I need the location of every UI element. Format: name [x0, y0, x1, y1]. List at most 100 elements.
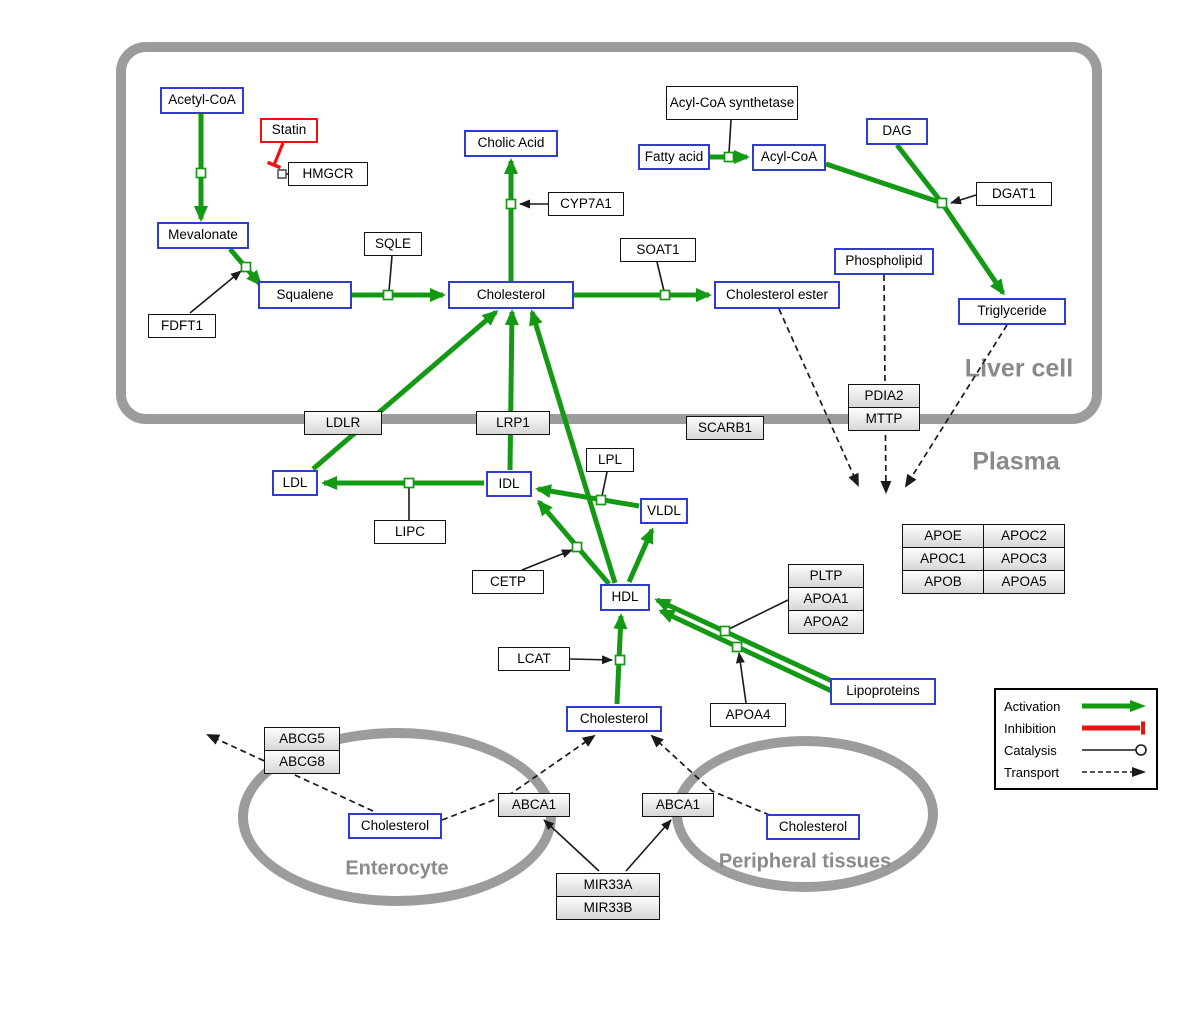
- edge-fdft1-catalysis: [189, 270, 242, 314]
- node-lipoproteins[interactable]: Lipoproteins: [830, 678, 936, 705]
- node-triglyceride[interactable]: Triglyceride: [958, 298, 1066, 325]
- node-fatty-acid[interactable]: Fatty acid: [638, 144, 710, 170]
- edge-mir33-to-abca1-right: [625, 819, 672, 872]
- node-mevalonate[interactable]: Mevalonate: [157, 222, 249, 249]
- node-pdia2[interactable]: PDIA2: [848, 384, 920, 408]
- edge-vldl-to-idl: [535, 484, 640, 509]
- edge-ldl-to-cholesterol-via-ldlr: [311, 310, 499, 471]
- legend-label-inhibition: Inhibition: [1004, 720, 1057, 736]
- reaction-node: [659, 289, 671, 301]
- legend-transport-dashed-arrow-icon: [1082, 767, 1146, 777]
- node-sqle[interactable]: SQLE: [364, 232, 422, 256]
- node-cholesterol-enterocyte[interactable]: Cholesterol: [348, 813, 442, 839]
- legend-row-activation: Activation: [1004, 699, 1148, 714]
- node-abca1-enterocyte[interactable]: ABCA1: [498, 793, 570, 817]
- node-cholesterol-peripheral[interactable]: Cholesterol: [766, 814, 860, 840]
- node-hmgcr[interactable]: HMGCR: [288, 162, 368, 186]
- edge-cholesterol-ester-secretion: [778, 308, 859, 487]
- node-abcg8[interactable]: ABCG8: [264, 750, 340, 774]
- node-apoc1[interactable]: APOC1: [902, 547, 984, 571]
- node-ldlr[interactable]: LDLR: [304, 411, 382, 435]
- edge-soat1-catalysis: [656, 261, 665, 292]
- edge-lipoproteins-to-hdl-lower: [658, 608, 840, 697]
- edge-lipoproteins-to-hdl-upper: [654, 597, 834, 684]
- node-vldl[interactable]: VLDL: [640, 498, 688, 524]
- node-apoa1[interactable]: APOA1: [788, 587, 864, 611]
- edge-sqle-catalysis: [388, 255, 393, 292]
- node-abca1-peripheral[interactable]: ABCA1: [642, 793, 714, 817]
- node-lpl[interactable]: LPL: [586, 448, 634, 472]
- legend-row-catalysis: Catalysis: [1004, 743, 1148, 758]
- node-dag[interactable]: DAG: [866, 118, 928, 145]
- node-cyp7a1[interactable]: CYP7A1: [548, 192, 624, 216]
- edge-hdl-to-vldl: [626, 527, 655, 584]
- node-dgat1[interactable]: DGAT1: [976, 182, 1052, 206]
- node-mir33a[interactable]: MIR33A: [556, 873, 660, 897]
- node-mttp[interactable]: MTTP: [848, 407, 920, 431]
- node-apoc3[interactable]: APOC3: [983, 547, 1065, 571]
- legend-activation-arrow-icon: [1082, 700, 1146, 712]
- node-squalene[interactable]: Squalene: [258, 281, 352, 309]
- node-apob[interactable]: APOB: [902, 570, 984, 594]
- edge-triglyceride-secretion: [904, 324, 1008, 488]
- node-apoe[interactable]: APOE: [902, 524, 984, 548]
- edge-dgat-junction-to-triglyceride: [939, 201, 1006, 296]
- edge-acyl-coa-synthetase-catalysis: [728, 119, 732, 154]
- node-acetyl-coa[interactable]: Acetyl-CoA: [160, 87, 244, 114]
- edge-lpl-catalysis: [601, 471, 608, 497]
- node-scarb1[interactable]: SCARB1: [686, 416, 764, 440]
- node-pltp[interactable]: PLTP: [788, 564, 864, 588]
- legend-label-transport: Transport: [1004, 764, 1060, 780]
- node-ldl[interactable]: LDL: [272, 470, 318, 496]
- node-cholesterol-ester[interactable]: Cholesterol ester: [714, 281, 840, 309]
- node-apoa2[interactable]: APOA2: [788, 610, 864, 634]
- edge-acyl-coa-to-dgat-junction: [825, 161, 943, 206]
- edge-idl-to-cholesterol-via-lrp1: [504, 309, 519, 471]
- node-acyl-coa-synthetase[interactable]: Acyl-CoA synthetase: [666, 86, 798, 120]
- edge-statin-inhibits-hmgcr: [266, 142, 285, 170]
- reaction-node: [936, 197, 948, 209]
- node-abcg5[interactable]: ABCG5: [264, 727, 340, 751]
- legend-row-transport: Transport: [1004, 765, 1148, 780]
- node-cetp[interactable]: CETP: [472, 570, 544, 594]
- edge-pltp-apoa-catalysis: [728, 599, 789, 630]
- node-hdl[interactable]: HDL: [600, 584, 650, 611]
- legend-row-inhibition: Inhibition: [1004, 721, 1148, 736]
- node-lipc[interactable]: LIPC: [374, 520, 446, 544]
- node-idl[interactable]: IDL: [486, 471, 532, 497]
- node-phospholipid[interactable]: Phospholipid: [834, 248, 934, 275]
- node-statin[interactable]: Statin: [260, 118, 318, 143]
- legend-label-catalysis: Catalysis: [1004, 742, 1057, 758]
- legend-inhibition-tbar-icon: [1082, 721, 1145, 735]
- node-apoc2[interactable]: APOC2: [983, 524, 1065, 548]
- node-soat1[interactable]: SOAT1: [620, 238, 696, 262]
- node-acyl-coa[interactable]: Acyl-CoA: [752, 144, 826, 171]
- reaction-node: [403, 477, 415, 489]
- node-cholesterol-plasma[interactable]: Cholesterol: [566, 706, 662, 732]
- node-cholesterol-liver[interactable]: Cholesterol: [448, 281, 574, 309]
- legend: Activation Inhibition Catalysis Transpor…: [994, 688, 1158, 790]
- reaction-node: [571, 541, 583, 553]
- edge-apoa4-catalysis: [735, 652, 747, 704]
- node-lrp1[interactable]: LRP1: [476, 411, 550, 435]
- node-cholic-acid[interactable]: Cholic Acid: [464, 130, 558, 157]
- reaction-node: [195, 167, 207, 179]
- edge-mir33-to-abca1-left: [543, 819, 600, 872]
- reaction-node: [240, 261, 252, 273]
- node-apoa5[interactable]: APOA5: [983, 570, 1065, 594]
- edge-dgat1-catalysis: [950, 194, 977, 205]
- node-mir33b[interactable]: MIR33B: [556, 896, 660, 920]
- reaction-node: [614, 654, 626, 666]
- reaction-node: [723, 151, 735, 163]
- edge-lcat-catalysis: [569, 655, 613, 665]
- reaction-node: [595, 494, 607, 506]
- node-lcat[interactable]: LCAT: [498, 647, 570, 671]
- node-apoa4[interactable]: APOA4: [710, 703, 786, 727]
- node-fdft1[interactable]: FDFT1: [148, 314, 216, 338]
- legend-label-activation: Activation: [1004, 698, 1061, 714]
- reaction-node: [505, 198, 517, 210]
